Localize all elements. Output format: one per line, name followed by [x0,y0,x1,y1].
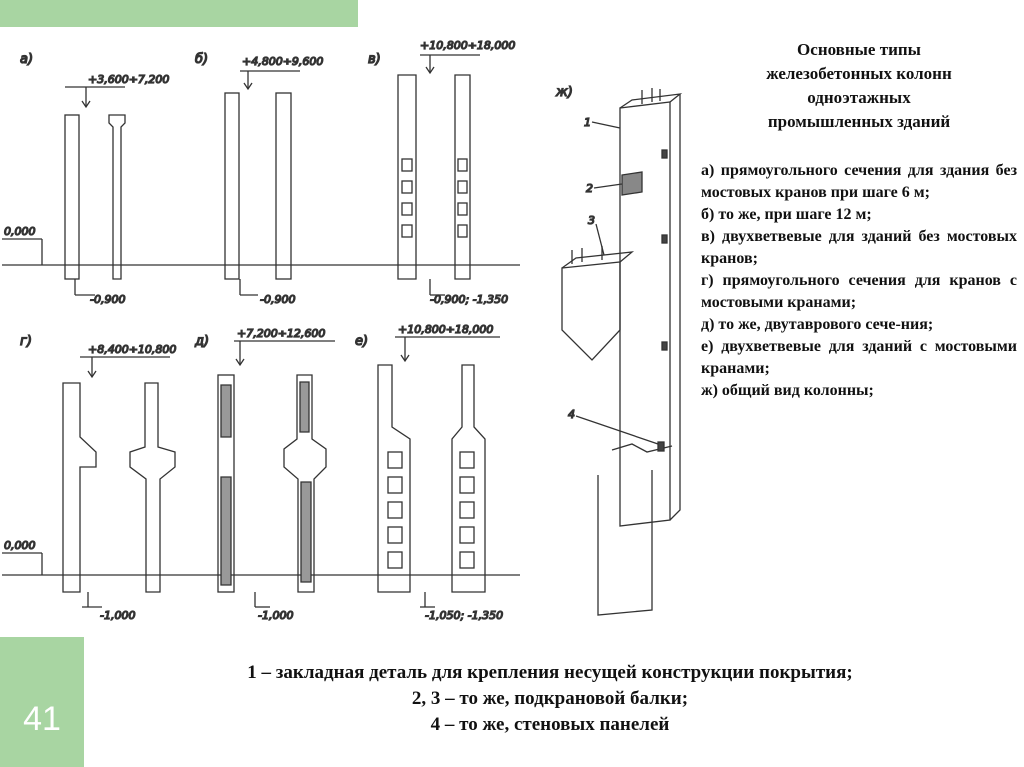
top-mark-g: +8,400÷10,800 [88,343,176,356]
legend-line: 2, 3 – то же, подкрановой балки; [411,688,689,709]
callout-2: 2 [586,182,593,195]
bottom-mark-g: -1,000 [100,609,135,622]
ground-mark-top: 0,000 [4,225,36,238]
title-line: промышленных зданий [767,112,951,131]
section-label-zh: ж) [555,85,573,100]
list-item: б) то же, при шаге 12 м; [701,206,872,223]
list-item: ж) общий вид колонны; [701,382,874,399]
column-g [62,356,176,608]
bottom-mark-v: -0,900; -1,350 [430,293,508,306]
header-accent-bar [0,0,358,27]
column-types-drawing: а) б) в) г) д) е) 0,000 0,000 +3,600÷7,2… [0,27,560,637]
section-label-b: б) [195,52,208,67]
bottom-mark-a: -0,900 [90,293,125,306]
section-label-v: в) [368,52,381,67]
bottom-mark-b: -0,900 [260,293,295,306]
column-d [217,340,335,608]
ground-mark-bottom: 0,000 [4,539,36,552]
top-mark-e: +10,800÷18,000 [398,323,493,336]
list-item: е) двухветвевые для зданий с мостовыми к… [701,338,1017,377]
list-item: д) то же, двутаврового сече-ния; [701,316,934,333]
title-line: железобетонных колонн [766,64,952,83]
column-b [224,70,300,296]
top-mark-d: +7,200÷12,600 [237,327,325,340]
column-a [64,86,126,296]
page-number-box [0,637,84,767]
title-line: Основные типы [797,40,921,59]
section-label-g: г) [20,334,32,349]
callout-4: 4 [568,408,575,421]
list-item: в) двухветвевые для зданий без мостовых … [701,228,1017,267]
list-item: г) прямоугольного сечения для кранов с м… [701,272,1017,311]
callout-3: 3 [588,214,595,227]
top-mark-v: +10,800÷18,000 [420,39,515,52]
column-e [377,336,500,608]
section-label-d: д) [194,334,209,349]
bottom-mark-d: -1,000 [258,609,293,622]
title-line: одноэтажных [807,88,911,107]
section-label-e: е) [355,334,368,349]
callout-1: 1 [584,116,591,129]
column-v [397,54,480,296]
legend: 1 – закладная деталь для крепления несущ… [100,660,1000,738]
legend-line: 4 – то же, стеновых панелей [430,714,670,735]
section-label-a: а) [20,52,33,67]
page-number: 41 [23,700,61,738]
slide-title: Основные типы железобетонных колонн одно… [700,38,1018,134]
general-view-drawing: ж) 1 2 3 4 [552,80,692,640]
top-mark-a: +3,600÷7,200 [88,73,169,86]
bottom-mark-e: -1,050; -1,350 [425,609,503,622]
list-item: а) прямоугольного сечения для здания без… [701,162,1017,201]
column-types-list: а) прямоугольного сечения для здания без… [701,160,1017,402]
top-mark-b: +4,800÷9,600 [242,55,323,68]
legend-line: 1 – закладная деталь для крепления несущ… [247,662,853,683]
